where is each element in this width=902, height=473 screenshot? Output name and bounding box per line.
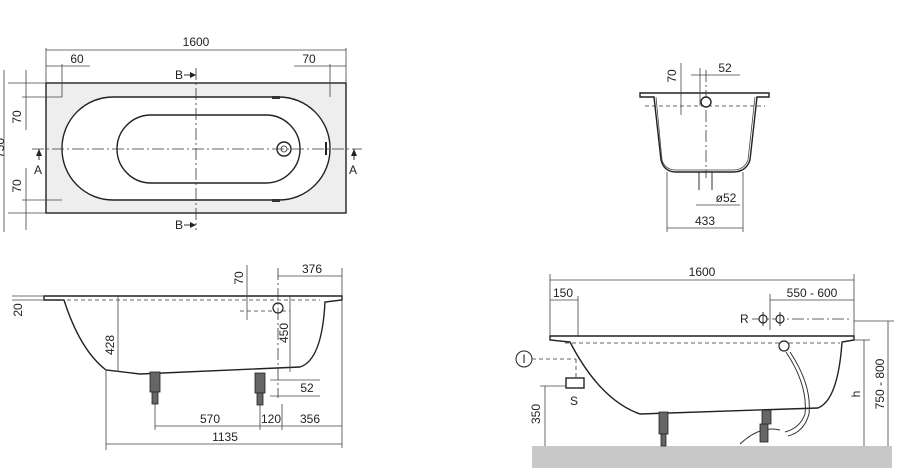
dim-base-width: 433 (695, 214, 715, 228)
top-view: 1600 60 70 B B A A 70 70 750 (0, 35, 362, 232)
leg-left (149, 371, 161, 393)
overflow-mark-top (272, 96, 280, 99)
end-overflow-circle (700, 96, 712, 108)
dim-leg-to-end: 356 (300, 412, 320, 426)
dim-base-length: 1135 (212, 430, 238, 444)
install-leg-right (761, 409, 772, 425)
dim-overall-width: 750 (0, 138, 7, 158)
dim-overall-length: 1600 (183, 35, 210, 49)
section-b-top-label: B (175, 68, 183, 82)
install-overall-length: 1600 (689, 265, 716, 279)
dim-drain-offset: 52 (718, 61, 732, 75)
support-label: S (570, 394, 578, 408)
dim-rim-height: 20 (11, 303, 25, 317)
dim-inner-depth: 428 (103, 335, 117, 355)
dim-leg-offset: 52 (300, 381, 314, 395)
install-fitting-range: 550 - 600 (787, 286, 838, 300)
dim-leg-gap: 120 (261, 412, 281, 426)
dim-half-width-bottom: 70 (10, 179, 24, 193)
floor (532, 446, 892, 468)
install-tub-profile (549, 335, 855, 415)
section-a-left-label: A (34, 163, 42, 177)
overflow-mark-bottom (272, 199, 280, 202)
leg-right (254, 372, 266, 394)
install-overflow-circle (778, 340, 790, 352)
dim-right-offset: 70 (302, 52, 316, 66)
install-leg-left (658, 411, 669, 435)
marker-label: I (522, 352, 525, 366)
side-section-view: 20 428 70 376 450 52 570 120 356 1135 (11, 262, 343, 450)
end-section-view: 70 52 ø52 433 (639, 61, 770, 232)
install-height-label: h (849, 391, 863, 398)
dim-leg-spacing: 570 (200, 412, 220, 426)
install-floor-height: 350 (529, 404, 543, 424)
dim-rim-depth: 70 (665, 69, 679, 83)
dim-drain-rim: 70 (232, 271, 246, 285)
install-height-range: 750 - 800 (873, 358, 887, 409)
side-section-profile (43, 295, 343, 375)
dim-half-width-top: 70 (10, 110, 24, 124)
dim-drain-diameter: ø52 (716, 191, 737, 205)
fitting-label: R (740, 312, 749, 326)
support-block (565, 377, 585, 389)
end-section-profile (639, 92, 770, 173)
install-left-offset: 150 (553, 286, 573, 300)
section-b-bottom-label: B (175, 218, 183, 232)
dim-drain-depth: 450 (277, 323, 291, 343)
section-a-right-label: A (349, 163, 357, 177)
overflow-pipe (784, 351, 806, 433)
dim-drain-to-end: 376 (302, 262, 322, 276)
dim-left-offset: 60 (70, 52, 84, 66)
installation-view: 1600 150 550 - 600 R I S 350 h 75 (515, 265, 894, 468)
